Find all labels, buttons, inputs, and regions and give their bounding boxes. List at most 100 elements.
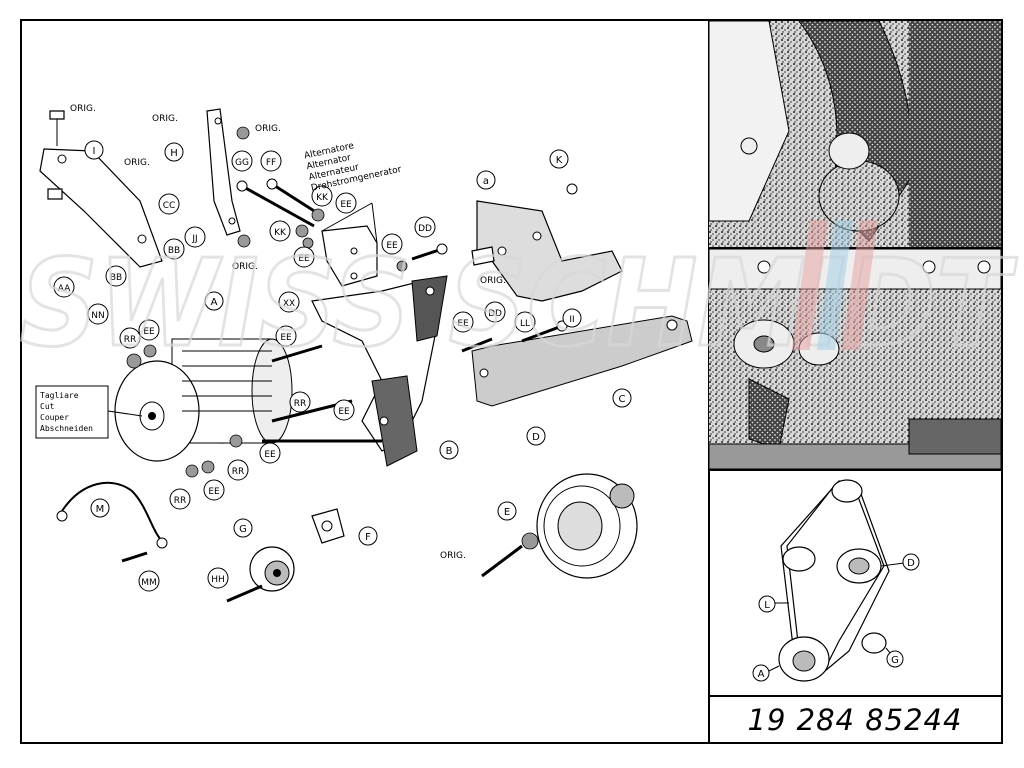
- svg-text:EE: EE: [208, 487, 220, 497]
- svg-text:NN: NN: [91, 311, 104, 321]
- svg-text:K: K: [556, 155, 563, 166]
- callout-EE-8: EE: [259, 442, 281, 464]
- catalog-sheet: I H GG FF KK EE CC JJ BB KK EE AA BB a K…: [20, 19, 1003, 744]
- svg-text:a: a: [483, 176, 489, 187]
- callout-M: M: [90, 498, 110, 518]
- pulley-G: [226, 546, 295, 603]
- svg-text:H: H: [170, 148, 178, 159]
- svg-text:DD: DD: [488, 309, 502, 319]
- callout-DD-1: DD: [414, 216, 436, 238]
- callout-A-main: A: [204, 291, 224, 311]
- bolts-LL-DD: [396, 243, 568, 353]
- svg-text:XX: XX: [283, 299, 295, 309]
- svg-text:MM: MM: [141, 578, 157, 588]
- svg-text:EE: EE: [386, 241, 398, 251]
- callout-RR-3: RR: [227, 459, 249, 481]
- svg-text:EE: EE: [338, 407, 350, 417]
- svg-text:EE: EE: [457, 319, 469, 329]
- callout-EE-4: EE: [138, 319, 160, 341]
- svg-text:F: F: [365, 532, 371, 543]
- bolts-GG-FF: [236, 178, 325, 249]
- callout-EE-6: EE: [452, 311, 474, 333]
- svg-text:EE: EE: [340, 200, 352, 210]
- svg-text:KK: KK: [316, 193, 329, 203]
- tensioner-pulley-G: [861, 632, 887, 654]
- part-F: [311, 508, 345, 544]
- pulley-D: [481, 473, 638, 579]
- callout-EE-3: EE: [381, 233, 403, 255]
- svg-text:CC: CC: [163, 201, 176, 211]
- svg-text:KK: KK: [274, 228, 287, 238]
- callout-XX: XX: [278, 291, 300, 313]
- part-number: 19 284 85244: [747, 702, 963, 737]
- orig-label-7: ORIG.: [440, 551, 466, 561]
- callout-II: II: [562, 308, 582, 328]
- svg-text:RR: RR: [294, 399, 307, 409]
- callout-LL: LL: [514, 311, 536, 333]
- callout-EE-5: EE: [275, 325, 297, 347]
- svg-text:LL: LL: [520, 319, 530, 329]
- orig-label-3: ORIG.: [255, 124, 281, 134]
- svg-text:EE: EE: [264, 450, 276, 460]
- callout-G: G: [233, 518, 253, 538]
- callout-AA: AA: [53, 276, 75, 298]
- alternator-label-group: Alternatore Alternator Alternateur Drehs…: [303, 141, 402, 194]
- callout-BB-1: BB: [163, 238, 185, 260]
- svg-text:RR: RR: [124, 335, 137, 345]
- callout-EE-2: EE: [293, 246, 315, 268]
- svg-text:BB: BB: [110, 273, 122, 283]
- callout-KK-top: KK: [311, 185, 333, 207]
- svg-text:DD: DD: [418, 224, 432, 234]
- callout-a: a: [476, 170, 496, 190]
- svg-text:B: B: [446, 446, 453, 457]
- engine-photo-bottom: [709, 249, 1001, 471]
- svg-text:EE: EE: [298, 254, 310, 264]
- mounting-frame: [311, 275, 448, 467]
- bracket-C: [471, 315, 693, 407]
- svg-text:E: E: [504, 507, 510, 518]
- svg-text:GG: GG: [235, 158, 249, 168]
- svg-text:RR: RR: [174, 496, 187, 506]
- svg-text:HH: HH: [211, 575, 225, 585]
- svg-text:BB: BB: [168, 246, 180, 256]
- bracket-a: [471, 183, 623, 302]
- callout-RR-2: RR: [289, 391, 311, 413]
- callout-I: I: [84, 140, 104, 160]
- cable-M: [56, 481, 168, 563]
- cut-label-it: Tagliare: [40, 391, 79, 400]
- cut-label-fr: Couper: [40, 413, 69, 422]
- callout-EE-top: EE: [335, 192, 357, 214]
- callout-RR-1: RR: [119, 327, 141, 349]
- callout-D: D: [526, 426, 546, 446]
- svg-text:G: G: [239, 524, 247, 535]
- belt-label-G: G: [891, 655, 899, 666]
- orig-label-5: ORIG.: [232, 262, 258, 272]
- callout-HH: HH: [207, 567, 229, 589]
- callout-KK-2: KK: [269, 220, 291, 242]
- compressor-A: [114, 338, 382, 478]
- idler-pulley-top: [831, 479, 863, 503]
- callout-EE-7: EE: [333, 399, 355, 421]
- callout-F: F: [358, 526, 378, 546]
- svg-text:A: A: [211, 297, 218, 308]
- callout-K: K: [549, 149, 569, 169]
- orig-label-1: ORIG.: [70, 104, 96, 114]
- svg-text:I: I: [93, 146, 96, 157]
- belt-routing-diagram: D L A G: [709, 471, 1001, 697]
- callout-C: C: [612, 388, 632, 408]
- orig-label-2: ORIG.: [152, 114, 178, 124]
- callout-BB-2: BB: [105, 265, 127, 287]
- callout-DD-2: DD: [484, 301, 506, 323]
- alternator-bracket: [321, 202, 378, 287]
- callout-E: E: [497, 501, 517, 521]
- cut-label-en: Cut: [40, 402, 55, 411]
- engine-photo-top: [709, 21, 1001, 249]
- belt-label-L: L: [764, 600, 770, 611]
- svg-text:II: II: [569, 315, 574, 325]
- exploded-view-diagram: I H GG FF KK EE CC JJ BB KK EE AA BB a K…: [22, 21, 710, 742]
- callout-RR-4: RR: [169, 488, 191, 510]
- belt-label-D: D: [907, 558, 915, 569]
- svg-text:RR: RR: [232, 467, 245, 477]
- orig-label-6: ORIG.: [480, 276, 506, 286]
- callout-MM: MM: [138, 570, 160, 592]
